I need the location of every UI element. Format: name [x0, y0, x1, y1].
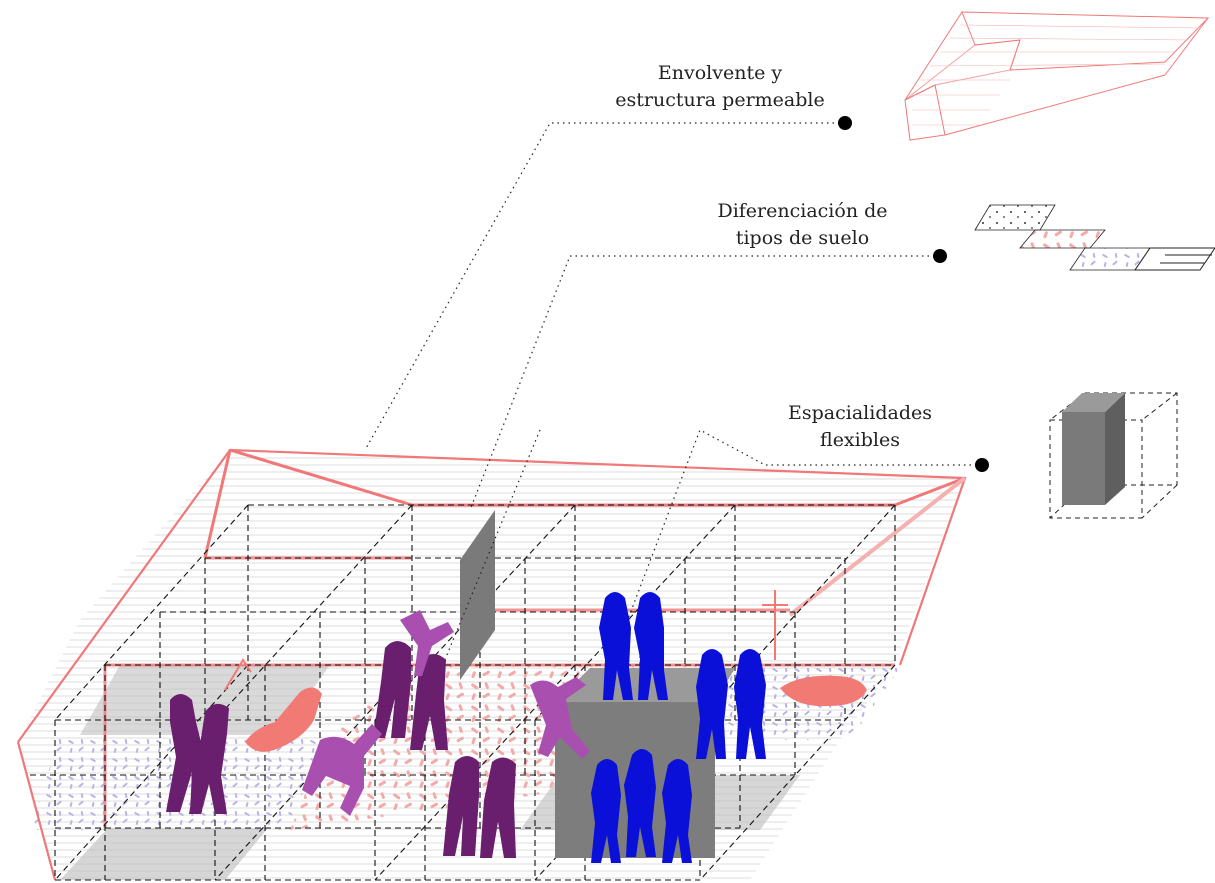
figure-salmon-lying-left [245, 687, 322, 752]
leader-suelo [469, 255, 940, 511]
figure-magenta-jump [302, 724, 382, 816]
figure-blue-trio-front [591, 749, 692, 863]
envelope-outline-lower [16, 741, 57, 881]
figure-magenta-arms [400, 610, 454, 676]
envelope-icon [904, 11, 1210, 141]
figure-blue-pair-right [696, 649, 766, 759]
label-envolvente-line1: Envolvente y [657, 62, 783, 84]
label-suelo-line2: tipos de suelo [735, 227, 870, 249]
envelope-outline [17, 448, 967, 743]
flexible-space-icon [1049, 392, 1178, 519]
figure-salmon-sketch [224, 590, 788, 691]
leader-lines [364, 122, 982, 721]
figure-purple-pair-left [166, 694, 229, 814]
leader-dot-envolvente [838, 116, 852, 130]
leader-dot-suelo [933, 249, 947, 263]
label-suelo-line1: Diferenciación de [717, 200, 888, 222]
figure-purple-pair-center [373, 641, 448, 750]
label-espacialidades-line2: flexibles [820, 429, 900, 451]
figure-purple-pair-front [443, 756, 516, 858]
figure-magenta-pink-zone [530, 677, 590, 759]
figure-blue-pair-back [599, 592, 668, 700]
leader-envolvente [364, 122, 845, 451]
label-espacialidades-line1: Espacialidades [788, 402, 932, 424]
leader-dot-espacialidades [975, 458, 989, 472]
envelope-strut-left [203, 449, 232, 559]
envelope-strut-right [788, 476, 967, 617]
label-espacialidades: Espacialidades flexibles [775, 400, 945, 454]
label-envolvente: Envolvente y estructura permeable [600, 60, 840, 114]
floor-types-icon [974, 204, 1215, 271]
figure-salmon-lying-right [780, 675, 867, 707]
label-envolvente-line2: estructura permeable [615, 89, 825, 111]
leader-espacialidades [619, 429, 982, 641]
grey-wall-panel [460, 510, 495, 680]
human-figures [166, 590, 867, 863]
label-suelo: Diferenciación de tipos de suelo [695, 198, 910, 252]
